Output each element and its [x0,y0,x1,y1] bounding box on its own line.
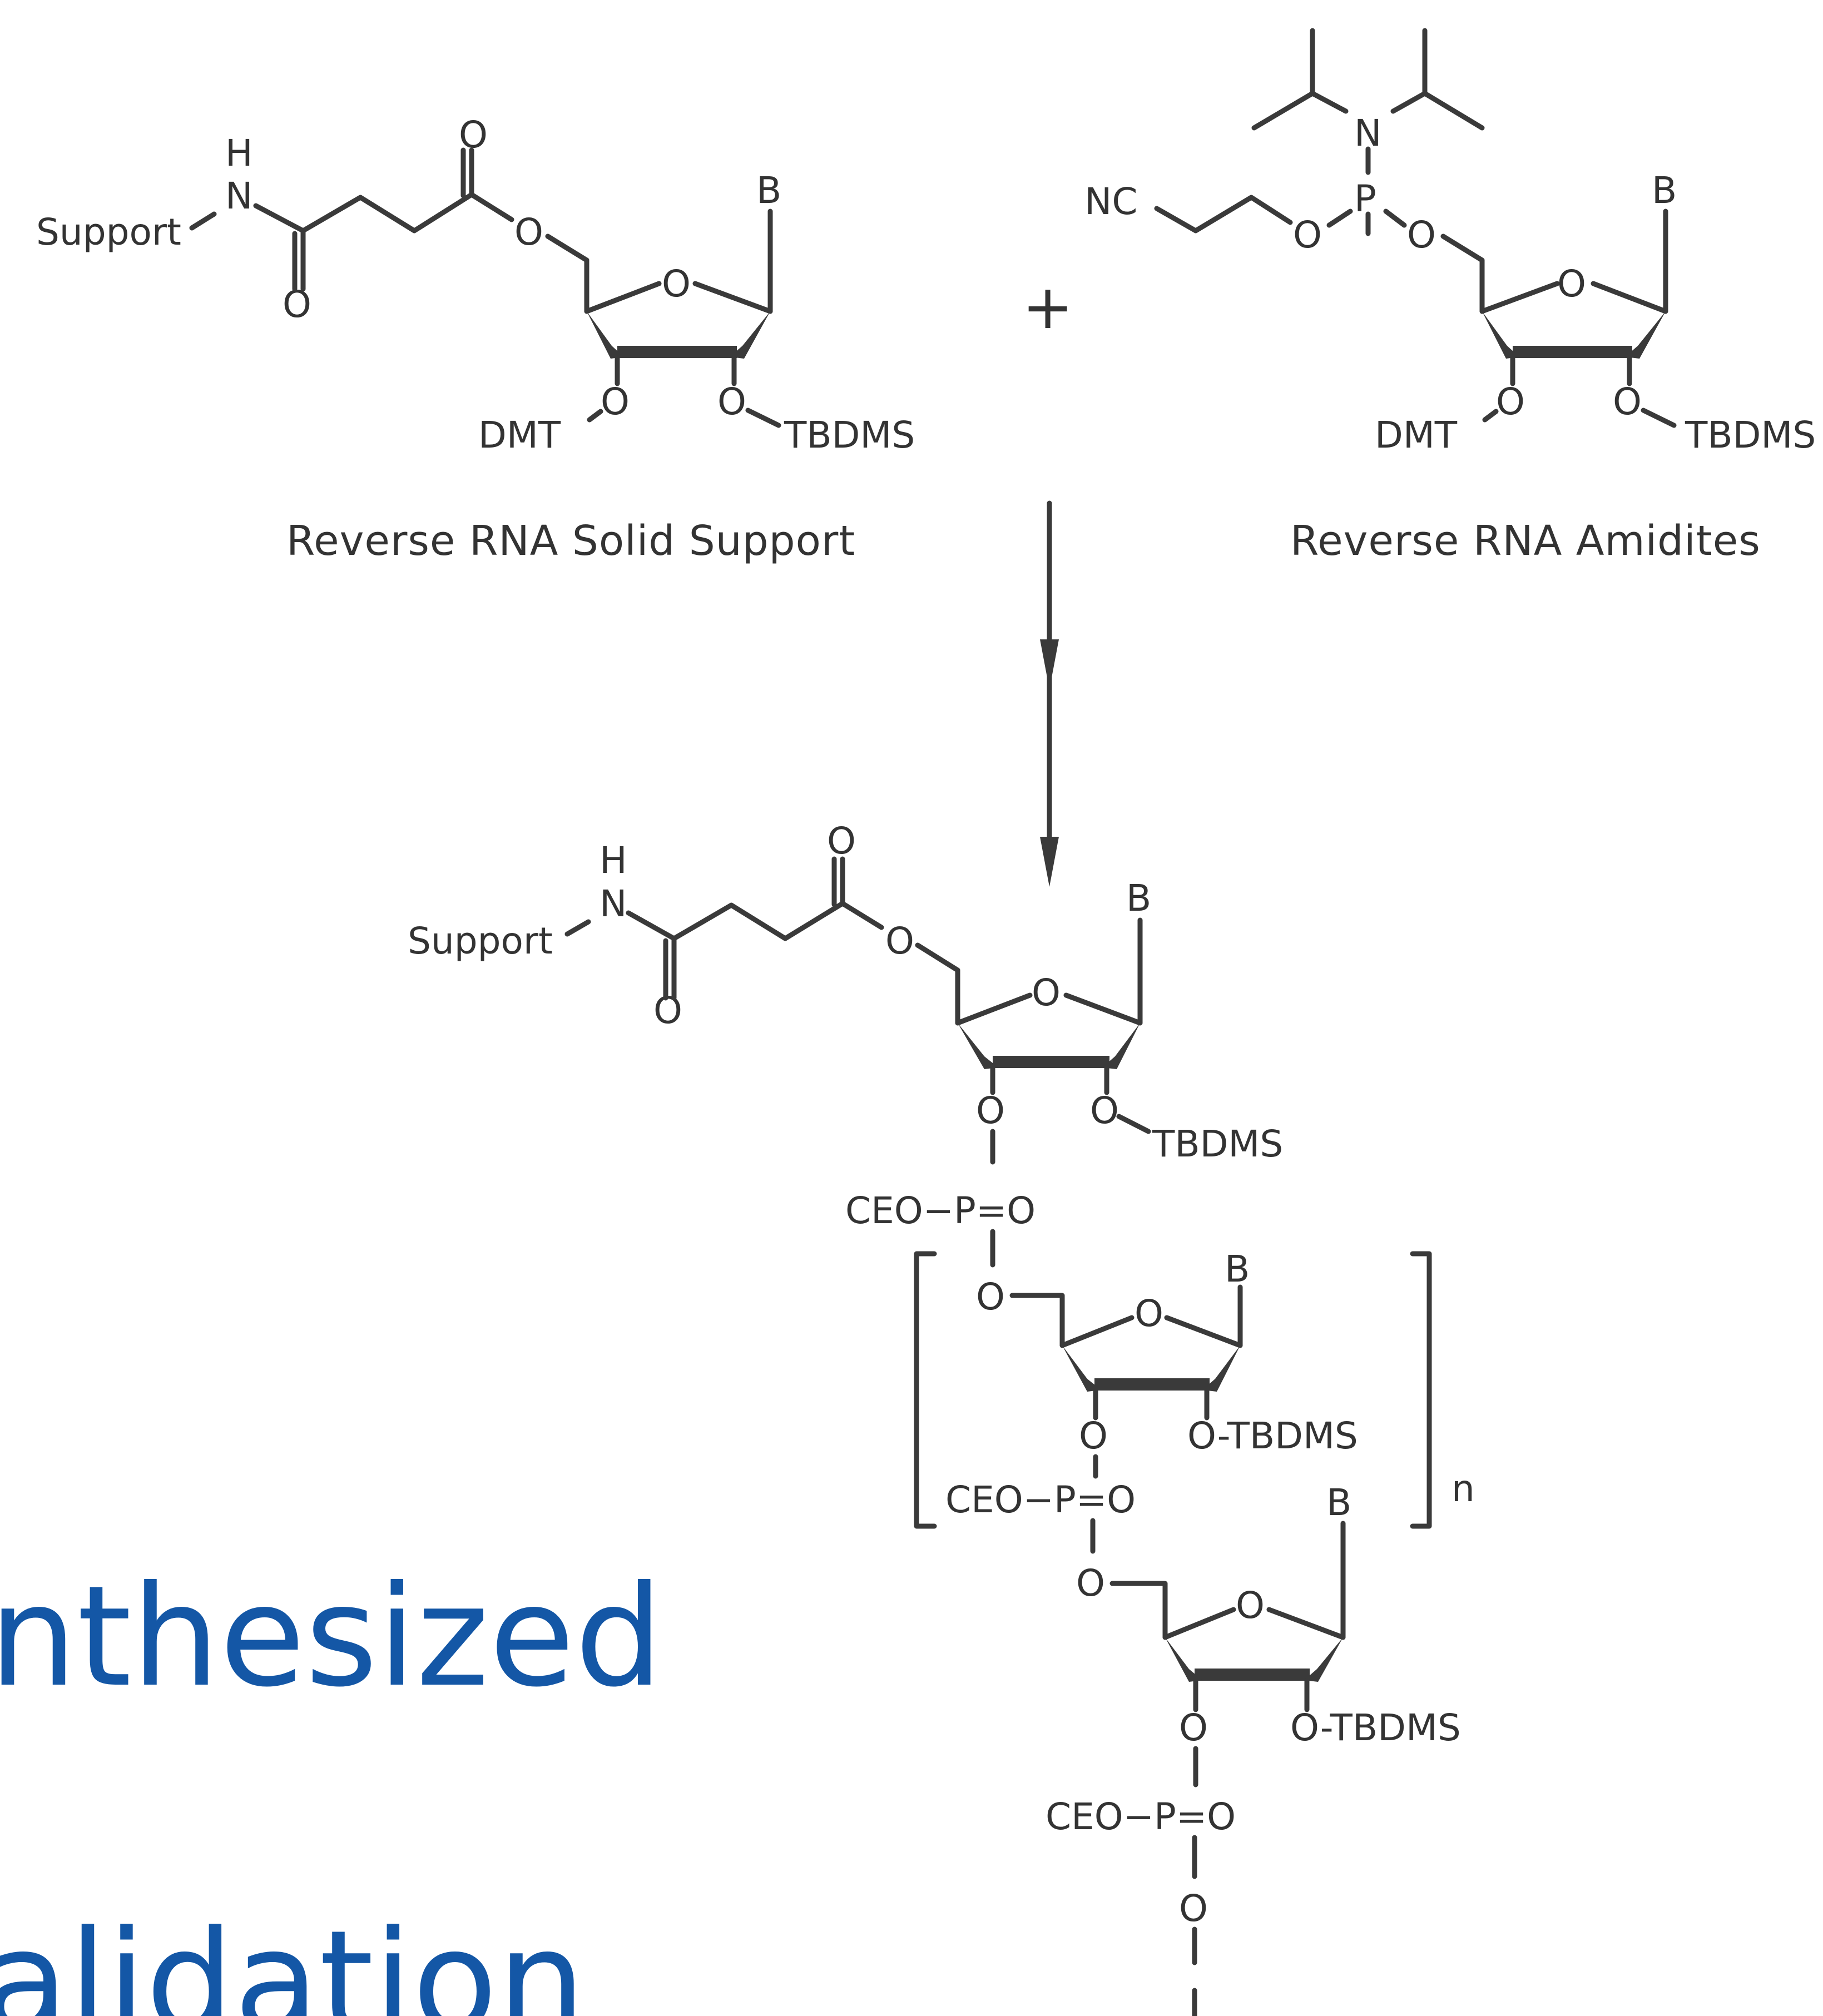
product-o3-3-label: O [1179,1706,1208,1749]
product-ester-o-label: O [885,920,914,962]
product-o2tbdms3-label: O-TBDMS [1290,1706,1461,1749]
product-base3-label: B [1326,1481,1351,1524]
product-ring1-wedge-left [958,1023,998,1069]
repeat-n-label: n [1452,1467,1475,1510]
base-label: B [756,169,781,212]
product-unit2-bonds [1009,1284,1243,1479]
reactant-amidite: N P NC O O O B O O DMT TBDMS Reverse RNA… [1084,28,1816,565]
support-ring-wedge-left [587,311,624,359]
amidite-ring-wedge-left [1482,311,1519,359]
product-base1-label: B [1126,877,1151,920]
product-ring1-wedge-right [1102,1023,1140,1069]
amidite-o2-label: O [1613,380,1642,423]
nh-n-label: N [225,175,252,217]
product-ring3-o-label: O [1236,1584,1265,1627]
product-ring2-wedge-right [1202,1345,1240,1392]
product-tbdms1-label: TBDMS [1152,1123,1283,1165]
background-slide-text: nthesized alidation [0,1556,663,2016]
product-oligonucleotide: Support H N O O O O B O O TBDMS CEO−P=O … [408,820,1475,2016]
product-ring2-o-label: O [1135,1292,1163,1335]
amidite-o3-label: O [1496,380,1525,423]
background-text-line2: alidation [0,1900,586,2016]
ester-o-label: O [514,211,543,254]
o3-label: O [601,380,630,423]
repeat-bracket-right [1410,1251,1432,1529]
product-nh-h-label: H [600,839,627,882]
product-o5-3-label: O [1076,1562,1105,1605]
amidite-tbdms-label: TBDMS [1685,414,1816,456]
amidite-nc-label: NC [1084,180,1137,223]
amidite-chain-bonds [1154,195,1677,428]
product-nh-n-label: N [600,882,627,925]
product-phosphate1-label: CEO−P=O [845,1189,1036,1232]
arrow-head-upper [1040,639,1059,689]
product-unit3-bonds [1109,1521,1346,1787]
product-ring3-wedge-right [1304,1637,1343,1682]
amidite-p-label: P [1354,177,1376,220]
amidite-ring-o-label: O [1557,262,1586,305]
product-o3-2-label: O [1079,1414,1108,1457]
amidite-dmt-label: DMT [1375,414,1458,456]
product-ring1-o-label: O [1032,971,1061,1014]
dmt-label: DMT [478,414,561,456]
amidite-base-label: B [1652,169,1677,212]
tbdms-label: TBDMS [784,414,915,456]
plus-sign: + [1022,271,1073,342]
o2-label: O [717,380,746,423]
nh-h-label: H [225,132,253,175]
amidite-o-left-label: O [1293,213,1322,256]
product-unit1-bonds [564,856,1151,1165]
reaction-arrow [1040,500,1059,887]
ring-o-label: O [662,262,691,305]
repeat-bracket-left [914,1251,937,1529]
product-carbonyl-o-label: O [827,820,856,862]
arrow-head-lower [1040,837,1059,887]
product-phosphate2-label: CEO−P=O [945,1478,1136,1521]
reactant-solid-support: Support H N O O O O B O O DMT TBDMS Reve… [36,113,915,565]
solid-support-caption: Reverse RNA Solid Support [286,517,855,565]
product-terminal-o-label: O [1179,1887,1208,1930]
product-ring3-wedge-left [1165,1637,1202,1682]
support-bonds [189,147,781,428]
amidite-o-right-label: O [1407,213,1436,256]
amidite-caption: Reverse RNA Amidites [1290,517,1761,565]
product-support-label: Support [408,920,553,962]
background-text-line1: nthesized [0,1556,663,1717]
amidite-ring-wedge-right [1625,311,1666,359]
product-o2tbdms2-label: O-TBDMS [1187,1414,1358,1457]
product-o3-1-label: O [976,1089,1005,1132]
product-phosphate3-label: CEO−P=O [1046,1795,1236,1838]
amidite-isopropyl-bonds [1251,28,1485,236]
product-o5-2-label: O [976,1275,1005,1318]
amidite-n-label: N [1354,112,1381,155]
support-ring-wedge-right [730,311,770,359]
support-label: Support [36,211,181,254]
product-ring2-wedge-left [1062,1345,1101,1392]
product-base2-label: B [1225,1248,1250,1290]
product-o2-1-label: O [1090,1089,1119,1132]
